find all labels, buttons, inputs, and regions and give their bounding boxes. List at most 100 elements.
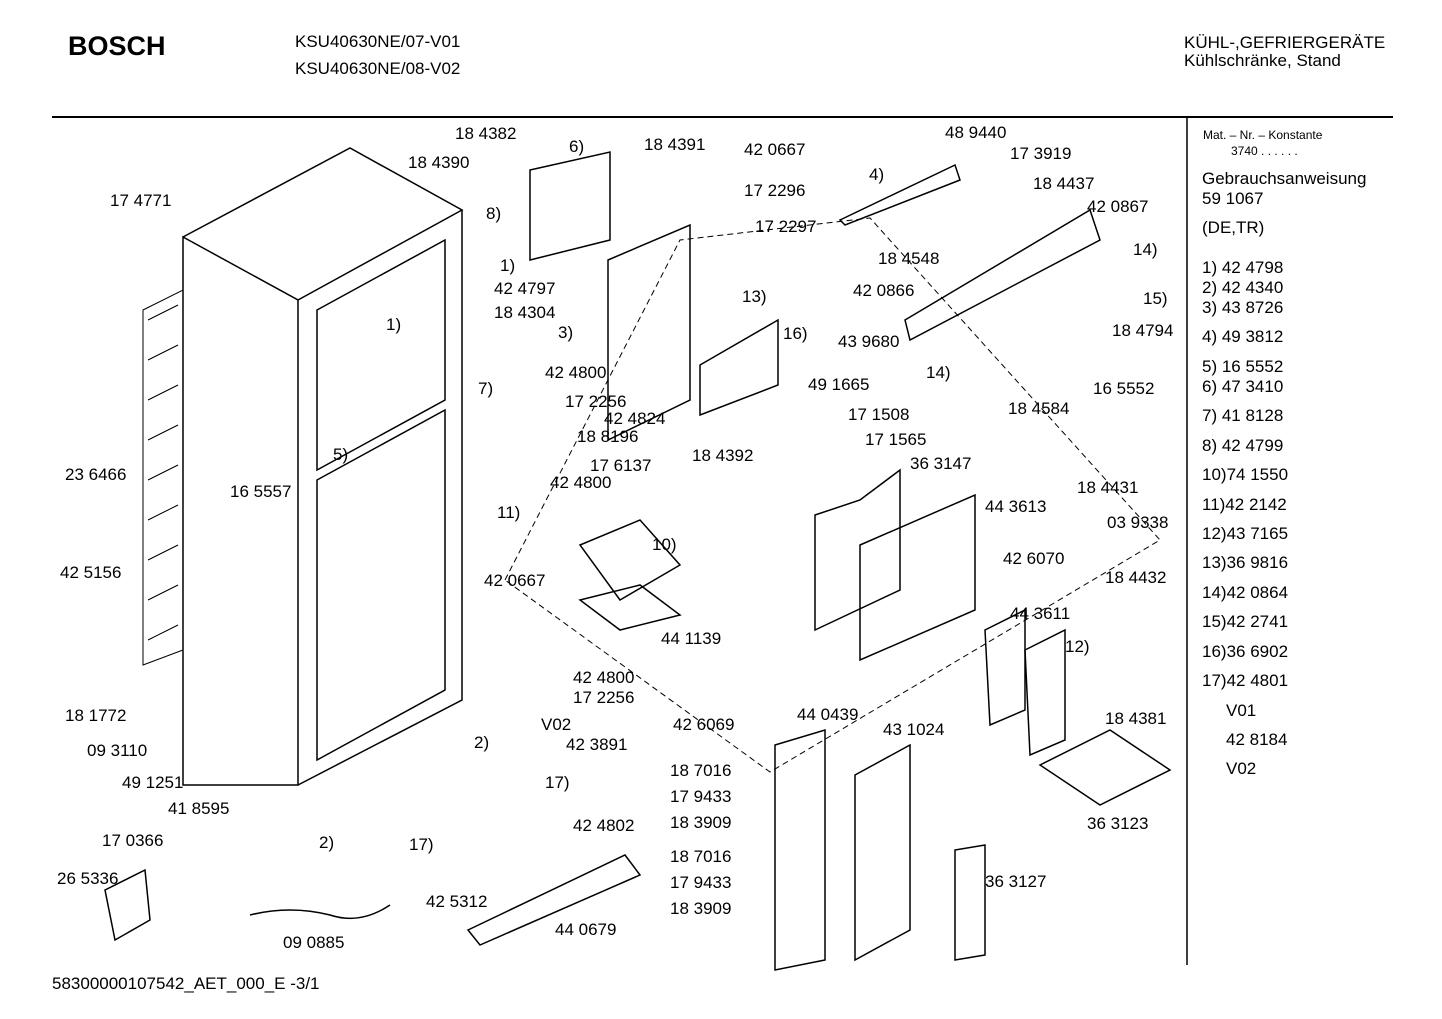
part-label: 17 4771 bbox=[110, 191, 172, 210]
part-label: 18 7016 bbox=[670, 847, 732, 866]
part-label: 16 5557 bbox=[230, 482, 292, 501]
part-label: 18 4432 bbox=[1105, 568, 1167, 587]
door-rail bbox=[1024, 628, 1066, 757]
part-label: 14) bbox=[926, 363, 951, 382]
part-label: 5) bbox=[333, 445, 349, 464]
part-label: 42 6070 bbox=[1003, 549, 1065, 568]
part-label: 42 0667 bbox=[744, 140, 806, 159]
part-label: 1) bbox=[500, 256, 516, 275]
part-label: 15) bbox=[1143, 289, 1168, 308]
power-cord bbox=[249, 904, 391, 920]
part-label: 8) bbox=[486, 204, 502, 223]
part-label: 17) bbox=[545, 773, 570, 792]
bottom-plate bbox=[1038, 729, 1172, 806]
document-footer: 58300000107542_AET_000_E -3/1 bbox=[52, 974, 320, 993]
legend-item: 14)42 0864 bbox=[1202, 583, 1289, 602]
part-label: 4) bbox=[869, 165, 885, 184]
part-label: 44 3613 bbox=[985, 497, 1047, 516]
part-label: 11) bbox=[497, 503, 521, 522]
legend-item: 4) 49 3812 bbox=[1202, 327, 1284, 346]
material-value: 3740 . . . . . . bbox=[1231, 144, 1298, 158]
part-label: 23 6466 bbox=[65, 465, 127, 484]
legend-item: 15)42 2741 bbox=[1202, 612, 1289, 631]
legend-item: 3) 43 8726 bbox=[1202, 298, 1284, 317]
part-label: 17 0366 bbox=[102, 831, 164, 850]
part-label: 49 1251 bbox=[122, 773, 184, 792]
part-label: 3) bbox=[558, 323, 574, 342]
fan-bracket bbox=[578, 584, 682, 631]
part-label: 09 0885 bbox=[283, 933, 345, 952]
part-label: 18 1772 bbox=[65, 706, 127, 725]
model-number: KSU40630NE/07-V01 bbox=[295, 32, 461, 51]
part-label: 18 7016 bbox=[670, 761, 732, 780]
legend-item: 5) 16 5552 bbox=[1202, 357, 1284, 376]
part-label: 17 1565 bbox=[865, 430, 927, 449]
part-label: 7) bbox=[478, 379, 494, 398]
part-label: 18 4382 bbox=[455, 124, 517, 143]
manual-label: Gebrauchsanweisung bbox=[1202, 169, 1367, 188]
part-label: 1) bbox=[386, 315, 402, 334]
legend-item: 13)36 9816 bbox=[1202, 553, 1289, 572]
part-label: 18 4391 bbox=[644, 135, 706, 154]
fridge-cabinet bbox=[182, 147, 464, 786]
part-label: 42 0667 bbox=[484, 571, 546, 590]
part-label: 41 8595 bbox=[168, 799, 230, 818]
door-shelf bbox=[466, 854, 642, 946]
part-label: 14) bbox=[1133, 240, 1158, 259]
part-label: 17 2256 bbox=[565, 392, 627, 411]
part-label: 10) bbox=[652, 535, 677, 554]
part-label: 17 9433 bbox=[670, 787, 732, 806]
part-label: 36 3127 bbox=[985, 872, 1047, 891]
legend-item: 42 8184 bbox=[1226, 730, 1288, 749]
part-label: 18 4390 bbox=[408, 153, 470, 172]
part-label: 26 5336 bbox=[57, 869, 119, 888]
part-label: 17 6137 bbox=[590, 456, 652, 475]
door-shelf-holder bbox=[774, 728, 826, 971]
part-label: 43 1024 bbox=[883, 720, 945, 739]
legend-item: 17)42 4801 bbox=[1202, 671, 1289, 690]
part-label: 17 9433 bbox=[670, 873, 732, 892]
part-label: 2) bbox=[319, 833, 335, 852]
condenser bbox=[142, 289, 184, 666]
control-panel bbox=[904, 208, 1101, 342]
category-subtitle: Kühlschränke, Stand bbox=[1184, 51, 1341, 70]
part-label: V02 bbox=[541, 715, 572, 734]
part-label: 18 4437 bbox=[1033, 174, 1095, 193]
part-label: 42 4800 bbox=[573, 668, 635, 687]
part-label: 42 4824 bbox=[604, 409, 666, 428]
part-label: 03 9338 bbox=[1107, 513, 1169, 532]
part-label: 16) bbox=[783, 324, 808, 343]
compressor-relay bbox=[104, 868, 151, 942]
part-label: 42 6069 bbox=[673, 715, 735, 734]
part-label: 18 4548 bbox=[878, 249, 940, 268]
legend-item: 12)43 7165 bbox=[1202, 524, 1289, 543]
part-label: 17 2296 bbox=[744, 181, 806, 200]
brand-logo: BOSCH bbox=[68, 31, 166, 61]
fan-housing bbox=[578, 519, 682, 601]
part-label: 17) bbox=[409, 835, 434, 854]
part-label: 18 4392 bbox=[692, 446, 754, 465]
part-label: 13) bbox=[742, 287, 767, 306]
part-label: 17 2256 bbox=[573, 688, 635, 707]
part-label: 43 9680 bbox=[838, 332, 900, 351]
part-label: 36 3147 bbox=[910, 454, 972, 473]
part-label: 44 1139 bbox=[661, 629, 722, 648]
category-title: KÜHL-,GEFRIERGERÄTE bbox=[1184, 33, 1386, 52]
material-label: Mat. – Nr. – Konstante bbox=[1203, 128, 1323, 142]
part-label: 44 0679 bbox=[555, 920, 617, 939]
part-label: 49 1665 bbox=[808, 375, 870, 394]
part-label: 42 5312 bbox=[426, 892, 488, 911]
part-label: 42 4802 bbox=[573, 816, 635, 835]
manual-number: 59 1067 bbox=[1202, 189, 1264, 208]
control-module bbox=[838, 163, 961, 226]
part-label: 17 1508 bbox=[848, 405, 910, 424]
air-duct-plate bbox=[814, 468, 901, 632]
part-label: 18 3909 bbox=[670, 899, 732, 918]
legend-item: 11)42 2142 bbox=[1202, 495, 1287, 514]
legend-item: V02 bbox=[1226, 759, 1257, 778]
legend-item: 2) 42 4340 bbox=[1202, 278, 1284, 297]
door-rail bbox=[984, 608, 1026, 727]
part-label: 42 0866 bbox=[853, 281, 915, 300]
part-label: 12) bbox=[1065, 637, 1090, 656]
part-label: 44 3611 bbox=[1010, 604, 1071, 623]
